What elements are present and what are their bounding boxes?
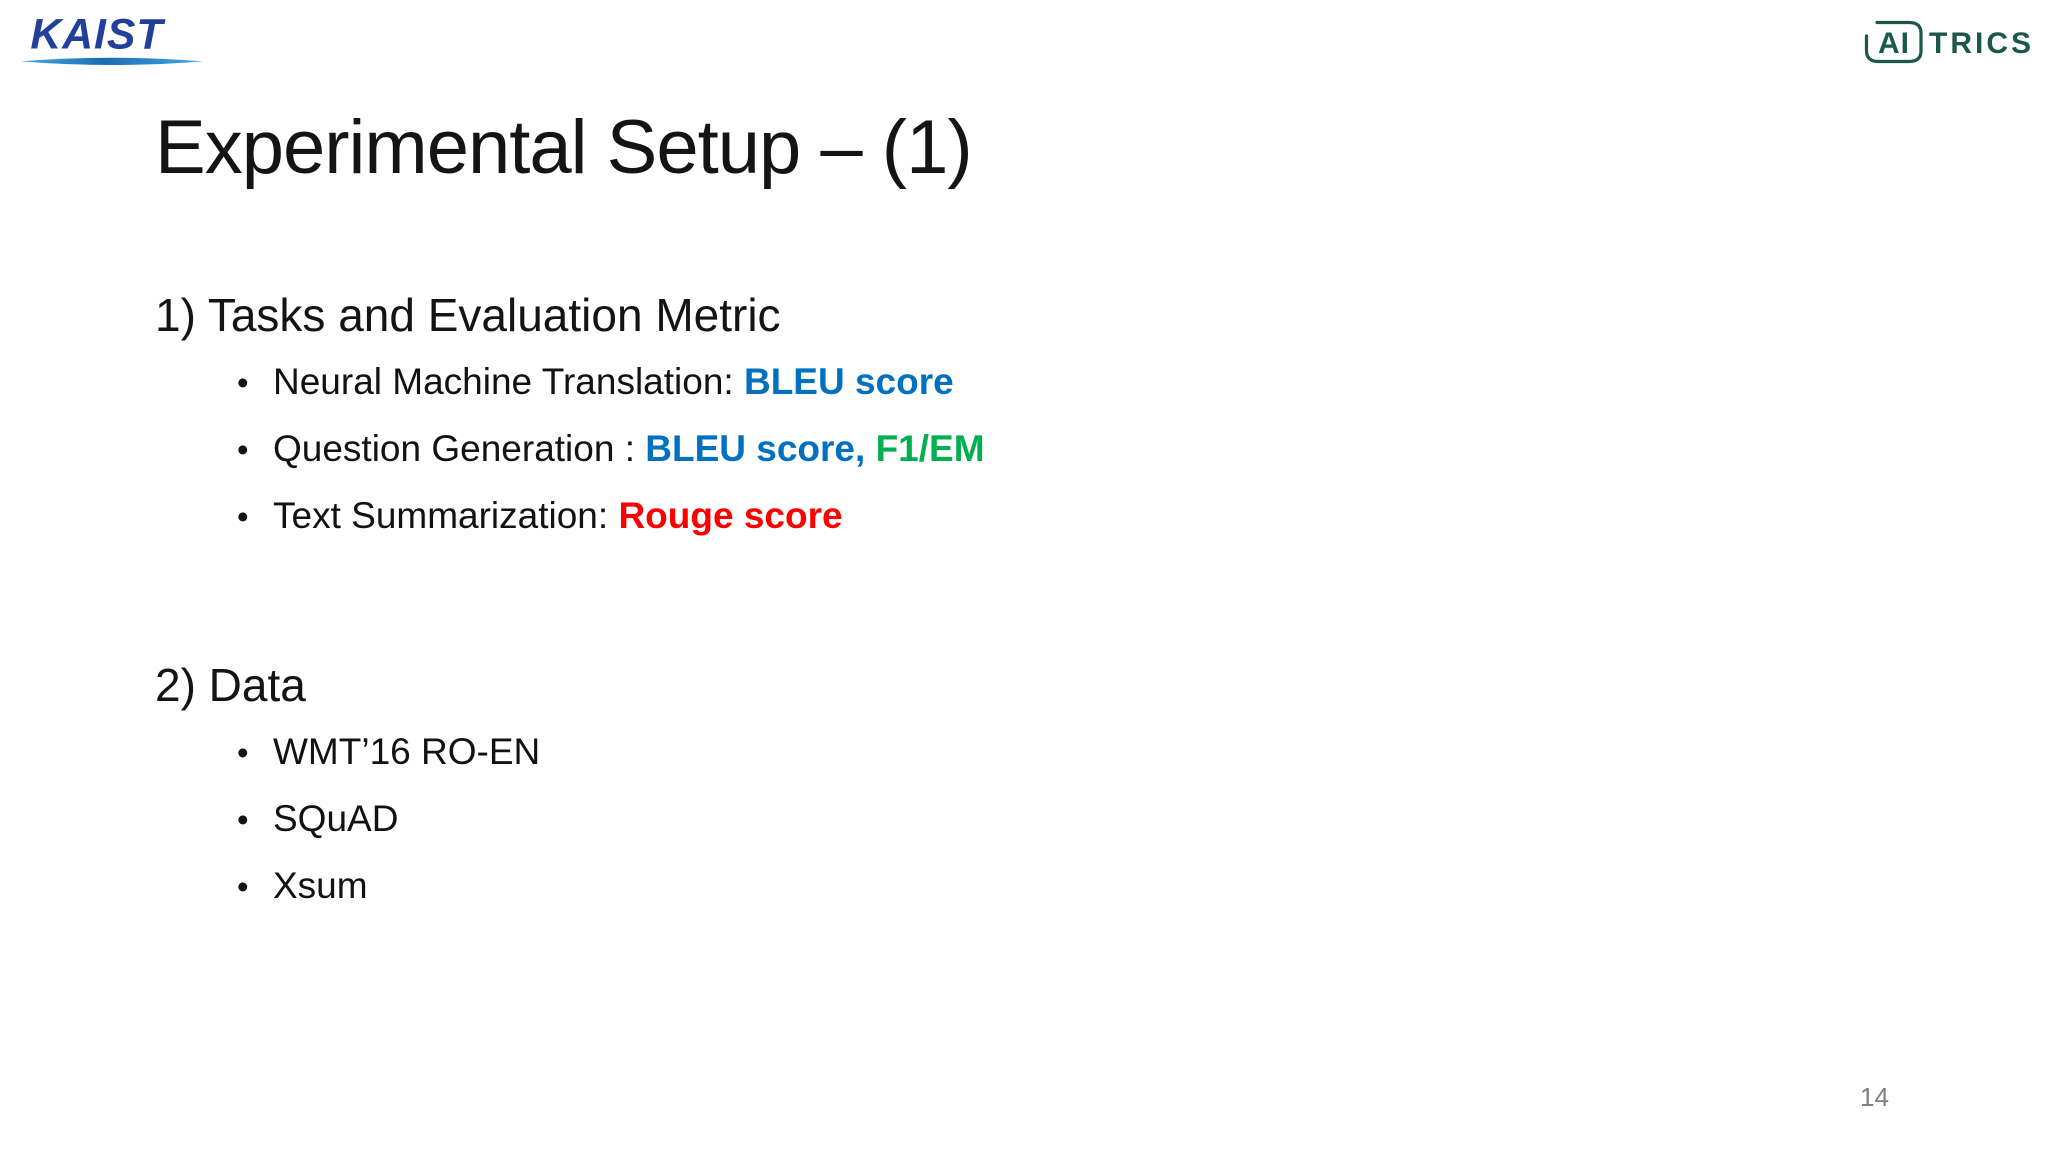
bullet-item-summarization: • Text Summarization: Rouge score (237, 494, 985, 539)
aitrics-logo: AI TRICS (1864, 20, 2034, 64)
slide-title: Experimental Setup – (1) (155, 105, 973, 190)
bullet-text: Neural Machine Translation: BLEU score (273, 360, 954, 404)
bullet-text-segment: Question Generation : (273, 428, 646, 469)
bullet-item-wmt16: • WMT’16 RO-EN (237, 730, 540, 775)
bullet-text: SQuAD (273, 797, 398, 841)
bullet-text-segment-red: Rouge score (618, 495, 843, 536)
bullet-text-segment-blue: BLEU score, (645, 428, 876, 469)
bullet-item-xsum: • Xsum (237, 864, 540, 909)
bullet-text-segment: Text Summarization: (273, 495, 619, 536)
bullet-marker: • (237, 868, 249, 905)
bullet-list-tasks: • Neural Machine Translation: BLEU score… (237, 360, 985, 561)
bullet-marker: • (237, 498, 249, 535)
aitrics-logo-suffix-text: TRICS (1929, 27, 2034, 60)
bullet-item-nmt: • Neural Machine Translation: BLEU score (237, 360, 985, 405)
bullet-text: Question Generation : BLEU score, F1/EM (273, 427, 985, 471)
kaist-logo-swoosh (20, 57, 204, 66)
aitrics-logo-box (1864, 20, 1923, 64)
bullet-text-segment-green: F1/EM (875, 428, 985, 469)
bullet-text: Xsum (273, 864, 368, 908)
bullet-item-qg: • Question Generation : BLEU score, F1/E… (237, 427, 985, 472)
section-heading-data: 2) Data (155, 659, 306, 711)
bullet-list-data: • WMT’16 RO-EN • SQuAD • Xsum (237, 730, 540, 931)
bullet-text-segment-blue: BLEU score (743, 361, 954, 402)
page-number: 14 (1860, 1082, 1889, 1112)
bullet-marker: • (237, 734, 249, 771)
bullet-text-segment: Xsum (273, 865, 368, 906)
bullet-marker: • (237, 431, 249, 468)
aitrics-logo-boxed-text: AI (1878, 27, 1910, 60)
bullet-text: Text Summarization: Rouge score (273, 494, 843, 538)
bullet-marker: • (237, 801, 249, 838)
bullet-text-segment: SQuAD (273, 798, 399, 839)
kaist-logo-text: KAIST (30, 11, 166, 59)
bullet-text-segment: Neural Machine Translation: (273, 361, 744, 402)
bullet-marker: • (237, 364, 249, 401)
bullet-text: WMT’16 RO-EN (273, 730, 540, 774)
bullet-text-segment: WMT’16 RO-EN (273, 731, 541, 772)
bullet-item-squad: • SQuAD (237, 797, 540, 842)
section-heading-tasks: 1) Tasks and Evaluation Metric (155, 289, 781, 341)
kaist-logo: KAIST (20, 11, 204, 66)
